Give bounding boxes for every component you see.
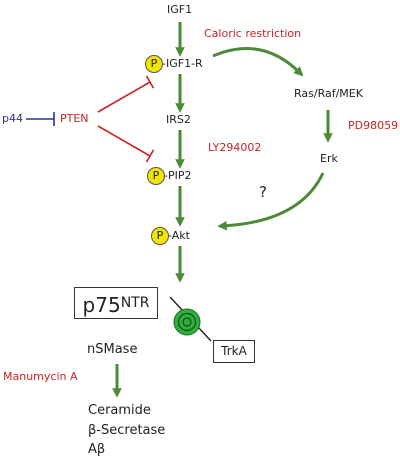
phospho-pip2-badge: P bbox=[147, 167, 165, 185]
node-trka: TrkA bbox=[213, 340, 255, 363]
node-pip2: -PIP2 bbox=[164, 169, 192, 182]
node-irs2: IRS2 bbox=[166, 113, 191, 126]
label-manumycin: Manumycin A bbox=[3, 370, 78, 383]
node-ras-raf-mek: Ras/Raf/MEK bbox=[294, 87, 363, 100]
inhibit-pten-to-igf1r-bar bbox=[145, 75, 155, 89]
node-p75ntr: p75NTR bbox=[74, 287, 158, 319]
arrow-igf1r-to-ras bbox=[212, 47, 304, 77]
node-ceramide: Ceramide bbox=[88, 403, 151, 418]
node-beta-secretase: β-Secretase bbox=[88, 423, 166, 438]
arrow-erk-to-akt bbox=[217, 172, 325, 231]
node-igf1: IGF1 bbox=[167, 3, 193, 16]
node-pten: PTEN bbox=[60, 112, 89, 125]
node-abeta: Aβ bbox=[88, 442, 106, 457]
inhibit-pten-to-pip2 bbox=[97, 125, 151, 157]
p75-label: p75 bbox=[82, 293, 121, 317]
inhibit-pten-to-pip2-bar bbox=[145, 149, 155, 163]
label-pd98059: PD98059 bbox=[348, 119, 399, 132]
node-igf1r: -IGF1-R bbox=[162, 57, 203, 70]
node-nsmase: nSMase bbox=[87, 342, 138, 357]
receptor-ring-outer bbox=[173, 308, 201, 336]
phospho-akt-badge: P bbox=[151, 227, 169, 245]
label-caloric-restriction: Caloric restriction bbox=[204, 27, 302, 40]
node-erk: Erk bbox=[320, 152, 338, 165]
label-ly294002: LY294002 bbox=[208, 141, 262, 154]
receptor-ring-mid bbox=[177, 312, 197, 332]
receptor-ring-inner bbox=[182, 317, 192, 327]
ntr-superscript: NTR bbox=[120, 295, 150, 311]
question-mark: ? bbox=[259, 183, 267, 201]
inhibit-pten-to-igf1r bbox=[97, 81, 151, 113]
node-akt: -Akt bbox=[168, 229, 190, 242]
phospho-igf1r-badge: P bbox=[145, 55, 163, 73]
node-p44: p44 bbox=[2, 112, 23, 125]
